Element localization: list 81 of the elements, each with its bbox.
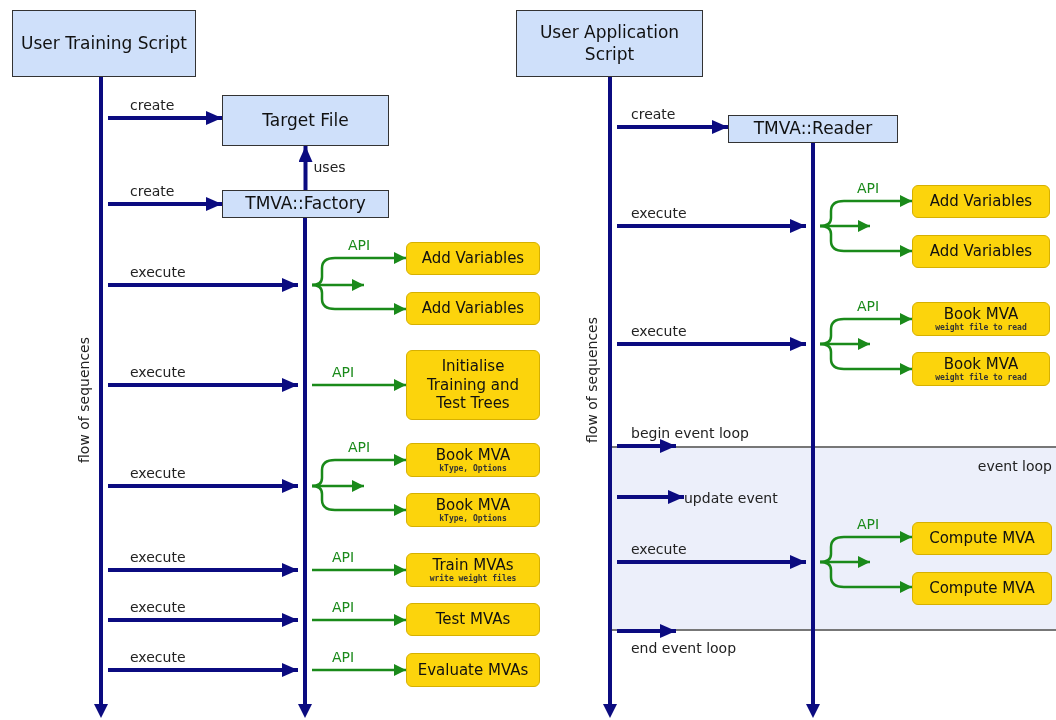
arrow — [617, 439, 676, 453]
arrow — [617, 624, 676, 638]
object-box: TMVA::Reader — [728, 115, 898, 143]
method-box: Compute MVA — [912, 522, 1052, 555]
edge-label: execute — [631, 540, 687, 558]
object-box: TMVA::Factory — [222, 190, 389, 218]
edge-label: API — [348, 438, 371, 456]
lifeline — [603, 77, 617, 718]
edge-label: API — [332, 598, 355, 616]
arrow — [820, 338, 870, 350]
edge-label: execute — [130, 648, 186, 666]
method-box: Test MVAs — [406, 603, 540, 636]
method-box: Train MVAs write weight files — [406, 553, 540, 587]
arrow — [312, 614, 406, 626]
arrow — [108, 278, 298, 292]
arrow — [108, 378, 298, 392]
edge-label: API — [857, 297, 880, 315]
method-box: Add Variables — [406, 292, 540, 325]
method-box: Evaluate MVAs — [406, 653, 540, 687]
method-box: Book MVA weight file to read — [912, 302, 1050, 336]
edge-label: begin event loop — [631, 424, 749, 442]
method-box: Add Variables — [912, 235, 1050, 268]
lifeline — [806, 143, 820, 718]
edge-label: uses — [313, 158, 346, 176]
edge-label: API — [332, 548, 355, 566]
edge-label: execute — [130, 263, 186, 281]
arrow — [311, 454, 406, 488]
edge-label: API — [332, 648, 355, 666]
edge-label: API — [857, 515, 880, 533]
arrow — [108, 197, 222, 211]
edge-label: create — [130, 182, 175, 200]
arrow — [311, 283, 406, 315]
arrow — [312, 279, 364, 291]
edge-label: execute — [130, 363, 186, 381]
arrow — [108, 111, 222, 125]
arrow — [311, 484, 406, 516]
object-box: Target File — [222, 95, 389, 146]
method-box: Add Variables — [406, 242, 540, 275]
edge-label: execute — [631, 204, 687, 222]
arrow — [820, 220, 870, 232]
arrow — [617, 490, 684, 504]
lifeline — [298, 218, 312, 718]
arrow — [312, 564, 406, 576]
flow-label: flow of sequences — [582, 317, 601, 443]
method-box: Book MVA weight file to read — [912, 352, 1050, 386]
arrow — [108, 613, 298, 627]
arrow — [312, 379, 406, 391]
edge-label: API — [857, 179, 880, 197]
edge-label: end event loop — [631, 639, 737, 657]
arrow — [108, 479, 298, 493]
object-box: User Application Script — [516, 10, 703, 77]
edge-label: execute — [130, 548, 186, 566]
arrow — [820, 556, 870, 568]
arrow — [298, 146, 313, 190]
arrow — [617, 555, 806, 569]
flow-label: flow of sequences — [74, 337, 93, 463]
loop-band — [612, 446, 1056, 631]
edge-label: API — [348, 236, 371, 254]
arrow — [108, 663, 298, 677]
loop-label: event loop — [977, 457, 1052, 476]
method-box: Initialise Training and Test Trees — [406, 350, 540, 420]
edge-label: execute — [631, 322, 687, 340]
lifeline — [94, 77, 108, 718]
edge-label: execute — [130, 598, 186, 616]
method-box: Book MVA kType, Options — [406, 443, 540, 477]
edge-label: create — [130, 96, 175, 114]
arrow — [108, 563, 298, 577]
arrow — [311, 252, 406, 287]
method-box: Compute MVA — [912, 572, 1052, 605]
arrow — [312, 664, 406, 676]
arrow — [617, 337, 806, 351]
method-box: Add Variables — [912, 185, 1050, 218]
arrow — [617, 120, 728, 134]
method-box: Book MVA kType, Options — [406, 493, 540, 527]
edge-label: execute — [130, 464, 186, 482]
object-box: User Training Script — [12, 10, 196, 77]
edge-label: create — [631, 105, 676, 123]
edge-label: API — [332, 363, 355, 381]
arrow — [312, 480, 364, 492]
arrow — [617, 219, 806, 233]
step-text: update event — [684, 489, 779, 508]
